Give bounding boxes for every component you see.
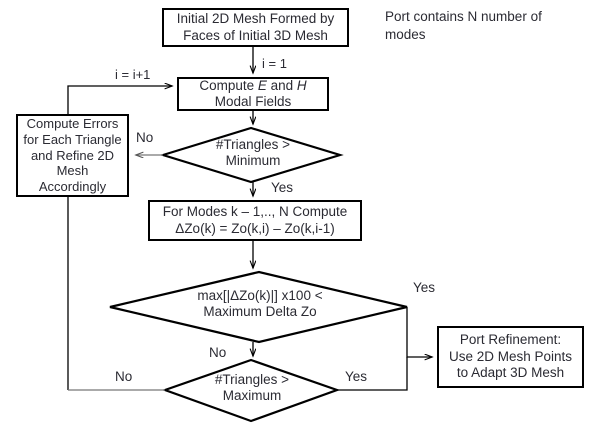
edge-label-no-min-triangles: No: [136, 130, 154, 145]
node-compute-errors-refine-mesh: Compute Errors for Each Triangle and Ref…: [16, 114, 129, 197]
edge-label-i-increment: i = i+1: [115, 67, 151, 82]
edge-label-no-delta-zo: No: [209, 345, 227, 360]
node-port-refinement-line1: Port Refinement:: [459, 332, 562, 348]
decision-min-triangles-shape: [159, 126, 344, 184]
node-port-refinement-text: Port Refinement: Use 2D Mesh Points to A…: [439, 332, 582, 381]
node-compute-fields-symbol-h: H: [296, 77, 307, 93]
node-compute-errors-line3: and Refine 2D: [30, 147, 115, 163]
edge-label-yes-min-triangles: Yes: [271, 180, 294, 195]
node-initial-mesh-line1: Initial 2D Mesh Formed by: [176, 11, 335, 27]
node-for-modes-line2: ΔZo(k) = Zo(k,i) – Zo(k,i-1): [175, 220, 335, 236]
node-initial-mesh-line2: Faces of Initial 3D Mesh: [183, 27, 328, 43]
edge-label-no-max-triangles: No: [115, 369, 133, 384]
edge-label-yes-max-triangles: Yes: [345, 369, 368, 384]
connector-decision2-yes-to-port: [406, 307, 432, 357]
decision-max-triangles-shape: [161, 358, 341, 423]
node-for-modes-line1: For Modes k – 1,.., N Compute: [162, 204, 348, 220]
node-compute-errors-line4: Mesh: [56, 163, 89, 179]
edge-label-i-equals-1: i = 1: [262, 56, 287, 71]
node-compute-fields-line1-pre: Compute: [199, 77, 258, 93]
node-compute-fields-line1-mid: and: [266, 77, 297, 93]
decision-delta-zo-shape: [109, 270, 408, 344]
connector-errors-to-compute-fields: [67, 86, 172, 114]
node-compute-errors-line5: Accordingly: [38, 179, 107, 195]
node-compute-errors-line2: for Each Triangle: [23, 131, 122, 147]
port-modes-note: Port contains N number of modes: [385, 9, 542, 42]
node-for-modes-text: For Modes k – 1,.., N Compute ΔZo(k) = Z…: [150, 204, 360, 237]
node-compute-fields-symbol-e: E: [257, 77, 267, 93]
node-for-modes-compute-delta-zo: For Modes k – 1,.., N Compute ΔZo(k) = Z…: [148, 200, 362, 241]
node-port-refinement: Port Refinement: Use 2D Mesh Points to A…: [437, 326, 584, 388]
node-compute-errors-line1: Compute Errors: [26, 115, 119, 131]
connector-decision3-yes-to-port: [337, 357, 408, 391]
node-port-refinement-line2: Use 2D Mesh Points: [448, 348, 573, 364]
node-compute-errors-text: Compute Errors for Each Triangle and Ref…: [18, 116, 127, 195]
node-compute-modal-fields-text: Compute E and H Modal Fields: [179, 78, 327, 111]
node-initial-mesh: Initial 2D Mesh Formed by Faces of Initi…: [162, 8, 349, 47]
node-compute-fields-line2: Modal Fields: [214, 94, 292, 109]
node-compute-modal-fields: Compute E and H Modal Fields: [177, 77, 329, 111]
node-port-refinement-line3: to Adapt 3D Mesh: [456, 365, 565, 381]
edge-label-yes-delta-zo: Yes: [413, 280, 436, 295]
node-initial-mesh-text: Initial 2D Mesh Formed by Faces of Initi…: [164, 11, 347, 44]
